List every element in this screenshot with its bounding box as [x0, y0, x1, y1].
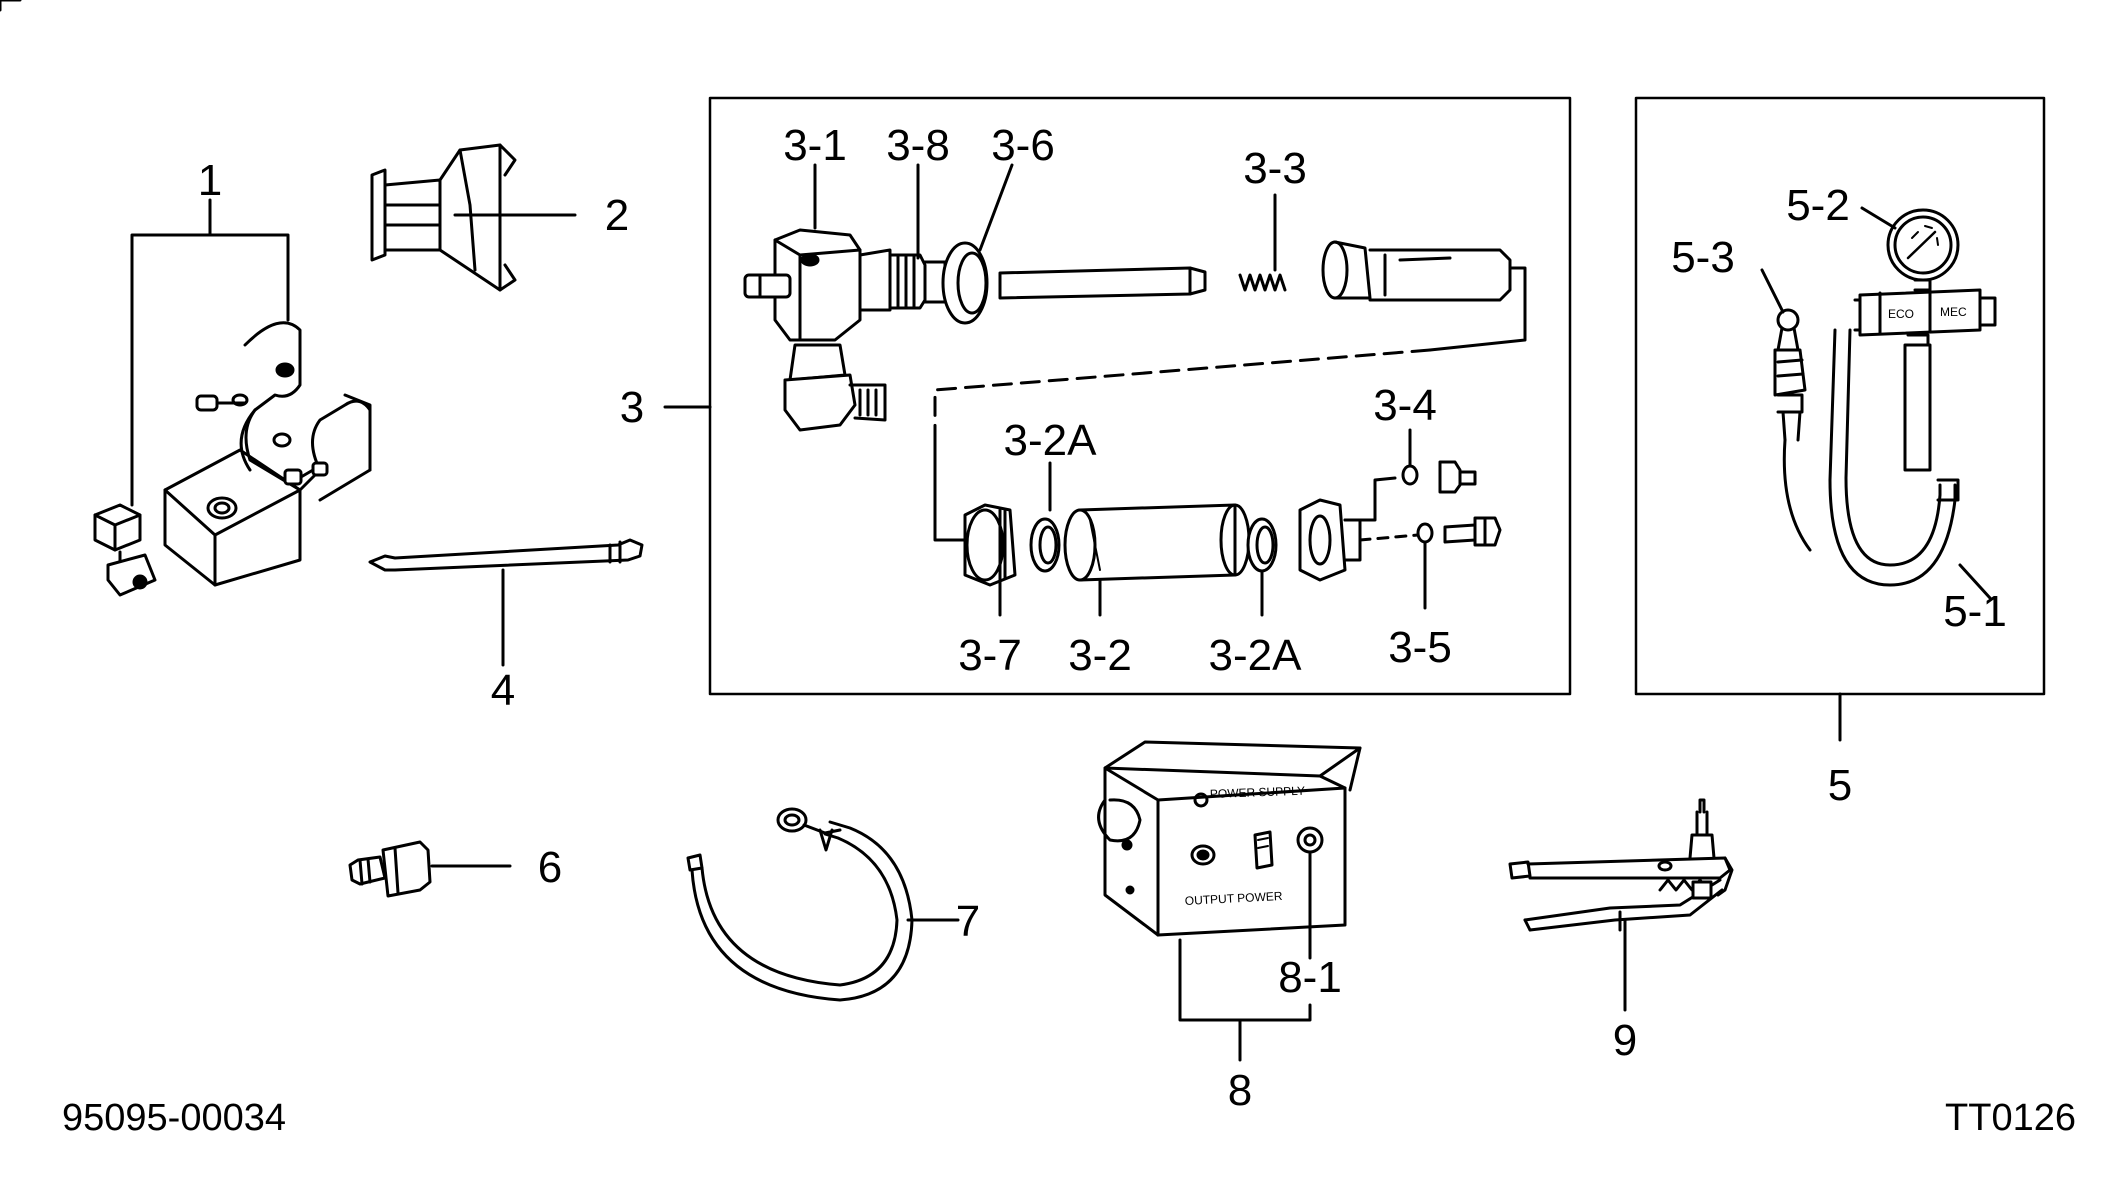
label-3-2a-top: 3-2A: [1004, 416, 1098, 465]
part-3-frame: [708, 96, 1572, 696]
label-5-2: 5-2: [1786, 181, 1850, 230]
part-9-clamp: [1508, 798, 1734, 1012]
label-4: 4: [491, 666, 515, 715]
figure-code: TT0126: [1945, 1097, 2076, 1139]
label-3-4: 3-4: [1373, 381, 1437, 430]
corner-mark: [0, 0, 22, 12]
label-9: 9: [1613, 1016, 1637, 1065]
label-5-3: 5-3: [1671, 233, 1735, 282]
part-5-gauge-set: [1760, 206, 1997, 600]
part-1-bracket: [93, 198, 372, 597]
label-3: 3: [620, 383, 644, 432]
label-8: 8: [1228, 1066, 1252, 1115]
label-5-1: 5-1: [1943, 587, 2007, 636]
label-3-3: 3-3: [1243, 144, 1307, 193]
part-3-assembly: [743, 163, 1527, 617]
label-3-6: 3-6: [991, 121, 1055, 170]
label-3-2: 3-2: [1068, 631, 1132, 680]
part-2-adapter: [370, 143, 577, 292]
label-3-1: 3-1: [783, 121, 847, 170]
label-6: 6: [538, 843, 562, 892]
label-3-7: 3-7: [958, 631, 1022, 680]
part-8-power-supply: [1097, 740, 1362, 1062]
label-8-1: 8-1: [1278, 953, 1342, 1002]
label-2: 2: [605, 191, 629, 240]
mec-lettering: MEC: [1940, 305, 1967, 319]
label-5: 5: [1828, 761, 1852, 810]
label-3-8: 3-8: [886, 121, 950, 170]
leader-8-bracket: [1178, 938, 1312, 1022]
label-3-5: 3-5: [1388, 623, 1452, 672]
part-6-fitting: [348, 840, 512, 898]
eco-lettering: ECO: [1888, 307, 1914, 321]
label-3-2a-bottom: 3-2A: [1209, 631, 1303, 680]
label-1: 1: [198, 156, 222, 205]
part-7-hose: [686, 807, 960, 1002]
power-supply-lettering: POWER SUPPLY: [1210, 784, 1306, 801]
drawing-number: 95095-00034: [62, 1097, 286, 1139]
label-7: 7: [956, 897, 980, 946]
output-power-lettering: OUTPUT POWER: [1184, 889, 1283, 908]
part-4-rod: [368, 538, 644, 667]
